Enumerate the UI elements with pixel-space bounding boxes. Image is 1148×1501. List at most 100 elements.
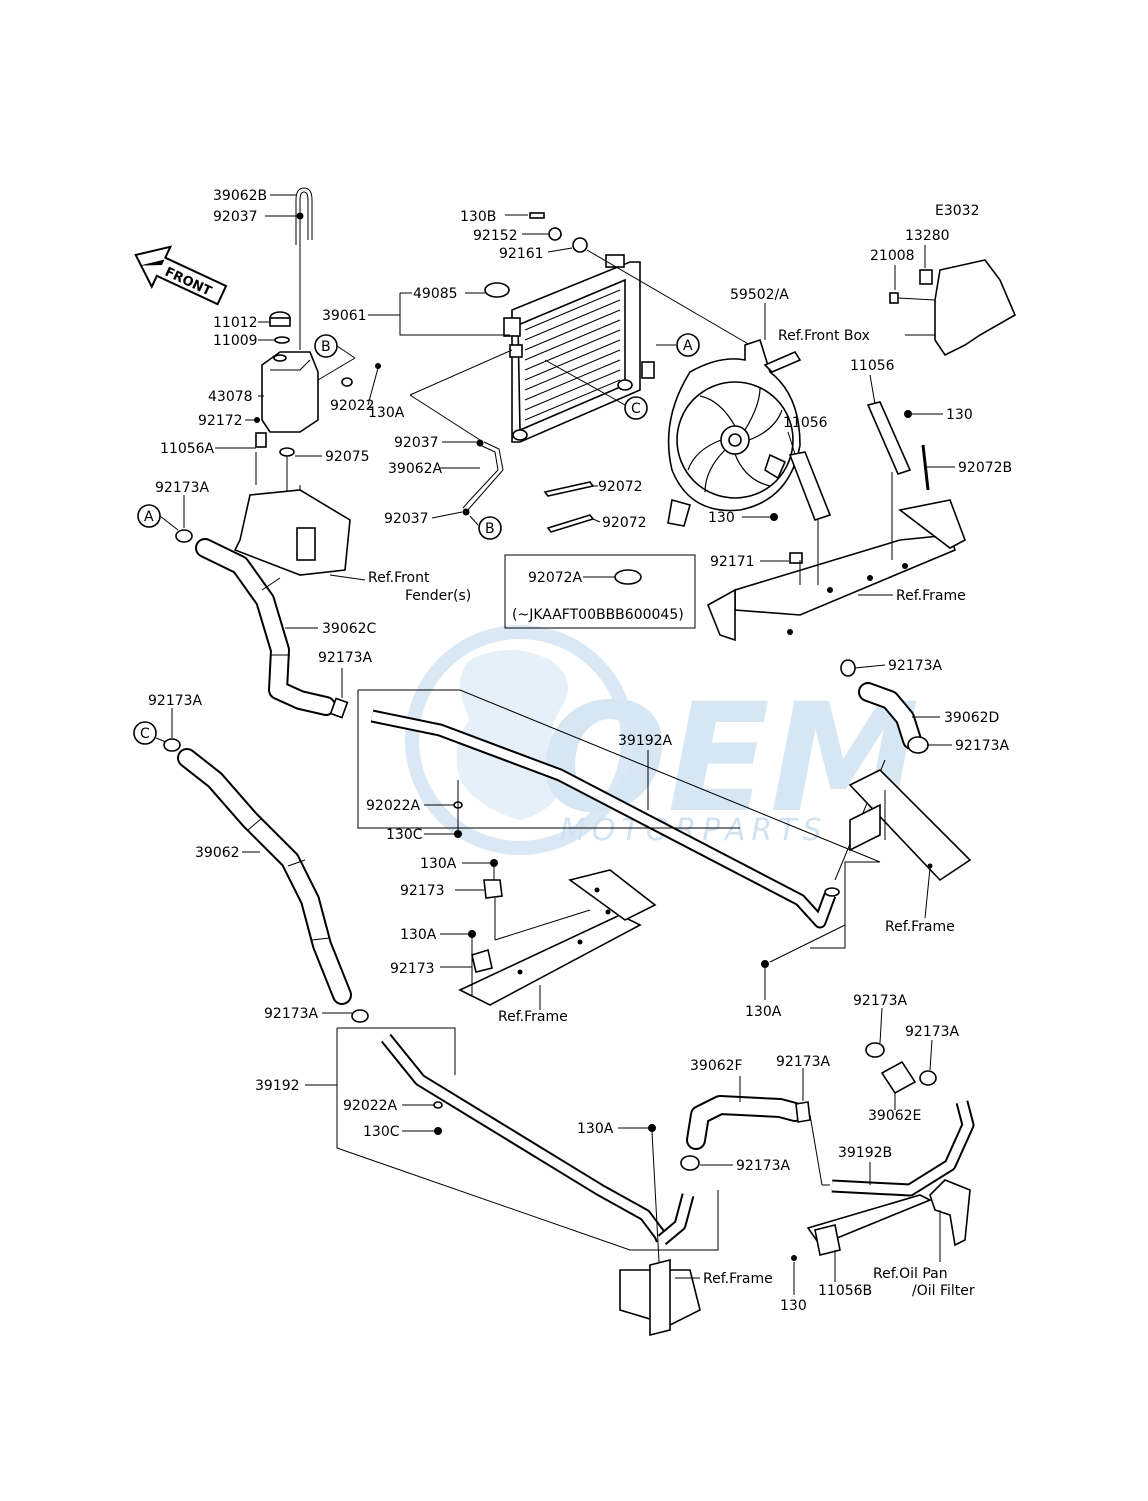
label-130-frame: 130 <box>946 407 973 423</box>
tie-92072-a <box>543 481 598 497</box>
label-43078: 43078 <box>208 389 253 405</box>
front-box-ref <box>889 245 1017 357</box>
label-130-fan: 130 <box>708 510 735 526</box>
label-92173-a: 92173 <box>400 883 445 899</box>
frame-ref-left <box>458 869 657 1010</box>
label-92022A-a: 92022A <box>366 798 421 814</box>
bolt-130C-b <box>402 1127 442 1135</box>
label-39062B: 39062B <box>213 188 267 204</box>
label-11056B: 11056B <box>818 1283 872 1299</box>
clamp-92173A-c <box>163 708 181 752</box>
label-ref-front-box: Ref.Front Box <box>778 328 870 344</box>
label-130B: 130B <box>460 209 496 225</box>
frame-ref-right <box>848 769 972 919</box>
bolt-130C-a <box>424 830 462 838</box>
bolt-130-fan <box>742 513 778 521</box>
svg-text:B: B <box>485 521 495 537</box>
grommet-92075 <box>279 447 295 457</box>
label-39062E: 39062E <box>868 1108 921 1124</box>
seal-11009 <box>274 336 290 344</box>
label-130-bottom: 130 <box>780 1298 807 1314</box>
bracket-11056-b <box>787 431 832 522</box>
clamp-92173A-a <box>175 495 193 543</box>
watermark-globe <box>405 625 635 855</box>
cap-49085 <box>465 282 510 298</box>
nut-92171 <box>760 552 803 564</box>
grommet-92152 <box>522 227 562 241</box>
oil-pan-ref <box>929 1179 971 1262</box>
label-92022A-b: 92022A <box>343 1098 398 1114</box>
label-49085: 49085 <box>413 286 458 302</box>
label-130C-a: 130C <box>386 827 423 843</box>
clamp-92173A-e <box>907 736 952 754</box>
label-39061: 39061 <box>322 308 367 324</box>
collar-92161 <box>547 237 588 253</box>
label-92072A: 92072A <box>528 570 583 586</box>
diagram-code: E3032 <box>935 203 979 219</box>
label-92022: 92022 <box>330 398 375 414</box>
clamp-92173A-f <box>322 1009 369 1023</box>
label-92173-b: 92173 <box>390 961 435 977</box>
tie-92072B <box>921 444 955 491</box>
label-92037-top: 92037 <box>213 209 258 225</box>
label-130A-tank: 130A <box>368 405 405 421</box>
label-11009: 11009 <box>213 333 258 349</box>
label-ref-front-fender-2: Fender(s) <box>405 588 471 604</box>
callout-A-left: A <box>137 504 179 531</box>
label-92072-a: 92072 <box>598 479 643 495</box>
clamp-92173-b <box>440 948 493 973</box>
fan-59502A <box>667 338 802 527</box>
svg-text:A: A <box>144 509 154 525</box>
label-ref-oil-filter: /Oil Filter <box>912 1283 975 1299</box>
clamp-92037-top <box>296 212 304 220</box>
tie-92072-b <box>546 514 601 533</box>
clamp-92173A-g <box>680 1155 733 1171</box>
label-11056A: 11056A <box>160 441 215 457</box>
label-11056-b: 11056 <box>783 415 828 431</box>
label-59502A: 59502/A <box>730 287 789 303</box>
label-39062A: 39062A <box>388 461 443 477</box>
label-ref-frame-b: Ref.Frame <box>885 919 955 935</box>
callout-A-radiator: A <box>656 333 700 357</box>
label-92072-b: 92072 <box>602 515 647 531</box>
label-92173A-f: 92173A <box>264 1006 319 1022</box>
label-92152: 92152 <box>473 228 518 244</box>
svg-text:C: C <box>140 726 150 742</box>
label-ref-frame-d: Ref.Frame <box>703 1271 773 1287</box>
reservoir-tank-group <box>233 187 381 581</box>
pipe-39192B <box>831 1100 975 1197</box>
label-92075: 92075 <box>325 449 370 465</box>
label-21008: 21008 <box>870 248 915 264</box>
bracket-11056-a <box>866 374 912 475</box>
bolt-130A-a <box>462 859 498 880</box>
label-39192: 39192 <box>255 1078 300 1094</box>
label-39192A: 39192A <box>618 733 673 749</box>
label-ref-front-fender: Ref.Front <box>368 570 430 586</box>
washer-92022 <box>341 377 353 387</box>
clamp-92173A-j <box>919 1039 937 1086</box>
label-11056-a: 11056 <box>850 358 895 374</box>
label-92173A-c: 92173A <box>148 693 203 709</box>
clip-21008 <box>889 292 899 304</box>
hose-39062C <box>195 538 336 716</box>
serial-note-box <box>504 554 696 629</box>
label-39062C: 39062C <box>322 621 377 637</box>
svg-text:A: A <box>683 338 693 354</box>
label-130A-a: 130A <box>420 856 457 872</box>
label-92173A-e: 92173A <box>955 738 1010 754</box>
frame-ref-bottom <box>619 1258 701 1337</box>
label-130A-d: 130A <box>577 1121 614 1137</box>
hose-39062F <box>686 1095 805 1150</box>
radiator-39061 <box>503 254 655 443</box>
hose-39062 <box>177 748 352 1005</box>
label-39192B: 39192B <box>838 1145 892 1161</box>
bolt-130B <box>505 212 545 219</box>
label-92173A-g: 92173A <box>736 1158 791 1174</box>
label-39062D: 39062D <box>944 710 999 726</box>
label-92072B: 92072B <box>958 460 1012 476</box>
clamp-92173A-h <box>795 1068 830 1186</box>
clamp-92173-a <box>455 879 591 941</box>
label-92161: 92161 <box>499 246 544 262</box>
label-serial-note: (~JKAAFT00BBB600045) <box>512 607 684 623</box>
tank-43078 <box>261 351 319 433</box>
